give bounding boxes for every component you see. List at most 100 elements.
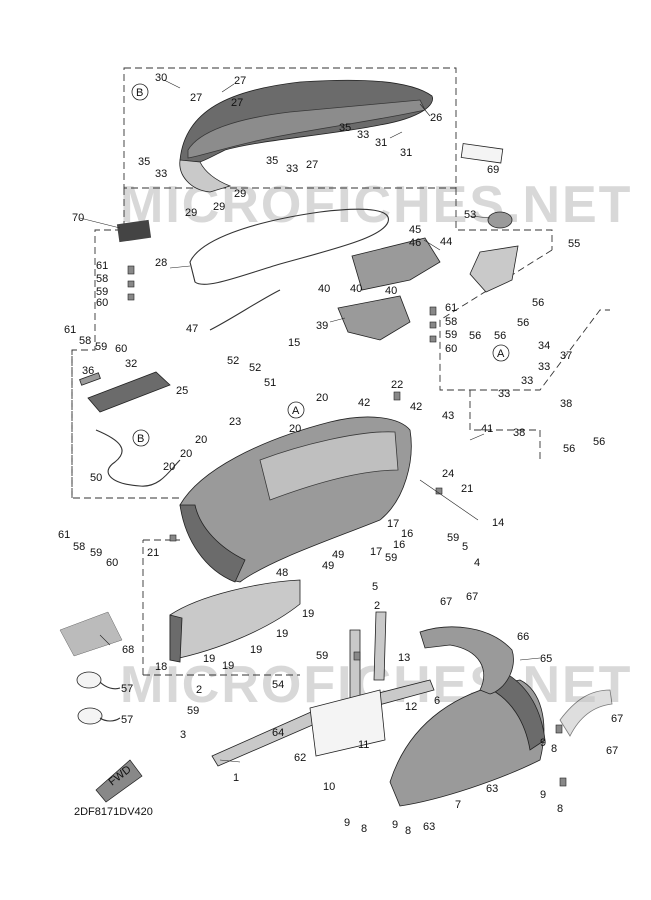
callout-30: 30 [155, 72, 167, 84]
callout-59g: 59 [316, 650, 328, 662]
callout-67d: 67 [606, 745, 618, 757]
callout-27d: 27 [306, 159, 318, 171]
callout-7: 7 [455, 799, 461, 811]
callout-56a: 56 [532, 297, 544, 309]
svg-text:B: B [136, 87, 143, 99]
callout-33c: 33 [286, 163, 298, 175]
callout-40a: 40 [318, 283, 330, 295]
callout-22: 22 [391, 379, 403, 391]
callout-47: 47 [186, 323, 198, 335]
callout-25: 25 [176, 385, 188, 397]
callout-34: 34 [538, 340, 550, 352]
callout-18: 18 [155, 661, 167, 673]
trunk-body [179, 416, 412, 583]
callout-38a: 38 [560, 398, 572, 410]
callout-57b: 57 [121, 714, 133, 726]
callout-4: 4 [474, 557, 480, 569]
callout-2b: 2 [196, 684, 202, 696]
callout-56c: 56 [494, 330, 506, 342]
callout-17a: 17 [387, 518, 399, 530]
callout-64: 64 [272, 727, 284, 739]
right-side-cover [389, 669, 546, 807]
callout-58d: 58 [73, 541, 85, 553]
callout-66: 66 [517, 631, 529, 643]
callout-14: 14 [492, 517, 504, 529]
callout-9d: 9 [392, 819, 398, 831]
fasteners [127, 265, 567, 787]
callout-20e: 20 [163, 461, 175, 473]
callout-3: 3 [180, 729, 186, 741]
callout-39: 39 [316, 320, 328, 332]
callout-67c: 67 [611, 713, 623, 725]
callout-1: 1 [233, 772, 239, 784]
callout-20c: 20 [195, 434, 207, 446]
callout-54: 54 [272, 679, 284, 691]
svg-text:B: B [137, 433, 144, 445]
callout-27b: 27 [190, 92, 202, 104]
callout-35a: 35 [339, 122, 351, 134]
callout-33b: 33 [155, 168, 167, 180]
callout-32: 32 [125, 358, 137, 370]
callout-50: 50 [90, 472, 102, 484]
callout-29a: 29 [185, 207, 197, 219]
callout-33f: 33 [498, 388, 510, 400]
callout-60d: 60 [106, 557, 118, 569]
callout-57a: 57 [121, 683, 133, 695]
callout-27c: 27 [231, 97, 243, 109]
callout-20a: 20 [316, 392, 328, 404]
callout-58c: 58 [79, 335, 91, 347]
lid-inner-parts [337, 211, 519, 341]
callout-20d: 20 [180, 448, 192, 460]
callout-63b: 63 [423, 821, 435, 833]
callout-65: 65 [540, 653, 552, 665]
callout-8d: 8 [405, 825, 411, 837]
callout-45: 45 [409, 224, 421, 236]
callout-59a: 59 [96, 286, 108, 298]
callout-8a: 8 [551, 743, 557, 755]
callout-56f: 56 [593, 436, 605, 448]
callout-40c: 40 [385, 285, 397, 297]
callout-15: 15 [288, 337, 300, 349]
callout-20b: 20 [289, 423, 301, 435]
callout-58a: 58 [96, 273, 108, 285]
callout-10: 10 [323, 781, 335, 793]
callout-56b: 56 [469, 330, 481, 342]
callout-36: 36 [82, 365, 94, 377]
callout-9b: 9 [540, 789, 546, 801]
fwd-arrow: FWD [95, 759, 143, 803]
callout-56d: 56 [517, 317, 529, 329]
callout-61b: 61 [445, 302, 457, 314]
svg-text:A: A [292, 405, 300, 417]
callout-55: 55 [568, 238, 580, 250]
brackets [211, 611, 613, 767]
callout-23: 23 [229, 416, 241, 428]
callout-labels: 30 27 27 27 26 35 33 31 31 35 33 35 33 2… [58, 72, 623, 837]
callout-43: 43 [442, 410, 454, 422]
svg-text:A: A [497, 348, 505, 360]
callout-58b: 58 [445, 316, 457, 328]
callout-19e: 19 [222, 660, 234, 672]
callout-8c: 8 [361, 823, 367, 835]
callout-63a: 63 [486, 783, 498, 795]
seal-ring [189, 208, 389, 285]
callout-33e: 33 [521, 375, 533, 387]
callout-33a: 33 [357, 129, 369, 141]
callout-49a: 49 [332, 549, 344, 561]
callout-35b: 35 [138, 156, 150, 168]
callout-9a: 9 [540, 737, 546, 749]
callout-44: 44 [440, 236, 452, 248]
callout-19b: 19 [276, 628, 288, 640]
callout-33d: 33 [538, 361, 550, 373]
callout-13: 13 [398, 652, 410, 664]
callout-27a: 27 [234, 75, 246, 87]
callout-16b: 16 [393, 539, 405, 551]
callout-26: 26 [430, 112, 442, 124]
callout-24: 24 [442, 468, 454, 480]
callout-19c: 19 [250, 644, 262, 656]
reference-marks: B A A B [131, 83, 510, 447]
cover-65 [419, 626, 514, 695]
callout-59f: 59 [385, 552, 397, 564]
callout-69: 69 [487, 164, 499, 176]
callout-49b: 49 [322, 560, 334, 572]
callout-5b: 5 [372, 581, 378, 593]
